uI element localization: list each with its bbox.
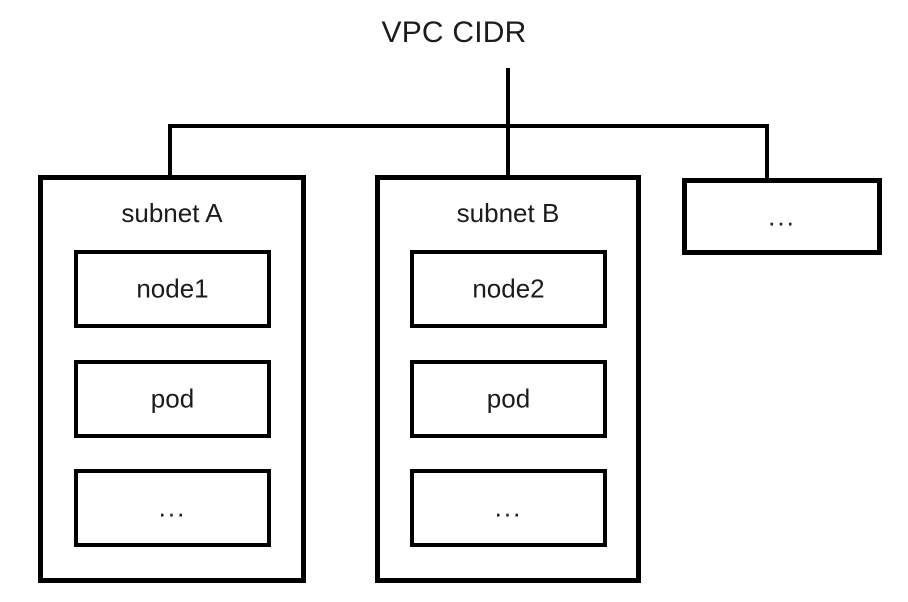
pod-a-label: pod — [150, 383, 195, 414]
more-b-label: ... — [494, 492, 523, 523]
subnet-more-container[interactable]: ... — [682, 178, 882, 255]
pod-a-box[interactable]: pod — [74, 360, 271, 438]
connector-drop-subnet-more — [765, 124, 769, 180]
more-a-box[interactable]: ... — [74, 469, 271, 547]
more-a-label: ... — [158, 492, 187, 523]
node1-label: node1 — [136, 273, 209, 304]
connector-drop-subnet-a — [168, 124, 172, 177]
diagram-title: VPC CIDR — [381, 16, 527, 49]
subnet-b-label: subnet B — [456, 198, 560, 228]
more-b-box[interactable]: ... — [410, 469, 607, 547]
node2-box[interactable]: node2 — [410, 250, 607, 328]
subnet-a-label: subnet A — [121, 198, 223, 228]
connector-root-stem — [506, 68, 510, 126]
connector-drop-subnet-b — [506, 124, 510, 177]
pod-b-box[interactable]: pod — [410, 360, 607, 438]
subnet-more-label: ... — [768, 201, 796, 231]
node1-box[interactable]: node1 — [74, 250, 271, 328]
connector-horizontal-bus — [168, 124, 769, 128]
node2-label: node2 — [472, 273, 545, 304]
pod-b-label: pod — [486, 383, 531, 414]
